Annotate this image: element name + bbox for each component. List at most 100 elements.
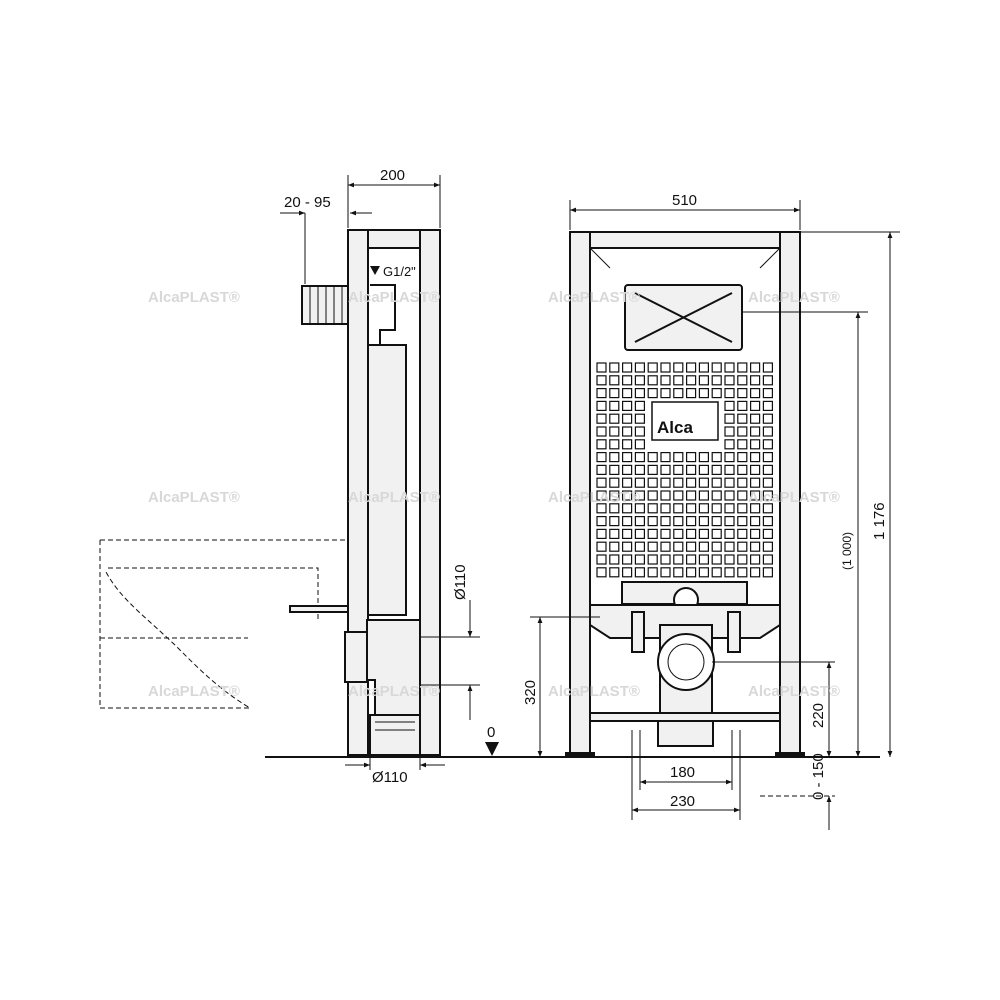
grid-square xyxy=(749,464,761,475)
grid-square xyxy=(737,503,748,514)
grid-square xyxy=(647,464,658,475)
cistern-tank xyxy=(367,344,407,616)
grid-square xyxy=(749,426,761,437)
grid-square xyxy=(762,413,774,424)
grid-square xyxy=(609,528,620,540)
grid-square xyxy=(724,452,735,463)
grid-square xyxy=(634,515,646,527)
grid-square xyxy=(673,515,684,527)
grid-square xyxy=(737,400,748,411)
grid-square xyxy=(711,477,722,488)
grid-square xyxy=(660,554,671,565)
grid-square xyxy=(724,515,735,527)
grid-square xyxy=(698,477,710,488)
dimension-drain-height: 320 xyxy=(522,680,539,705)
grid-square xyxy=(609,426,620,437)
grid-square xyxy=(711,452,722,463)
grid-square xyxy=(673,490,684,501)
drain-outlet xyxy=(657,720,714,747)
grid-square xyxy=(711,362,722,373)
grid-square xyxy=(634,452,646,463)
cistern-grid xyxy=(596,362,774,578)
grid-square xyxy=(711,490,722,501)
dimension-leg-adjust: 0 - 150 xyxy=(810,753,827,800)
grid-square xyxy=(698,362,710,373)
grid-square xyxy=(749,400,761,411)
grid-square xyxy=(698,528,710,540)
grid-square xyxy=(737,452,748,463)
left-bolt xyxy=(631,611,645,653)
grid-square xyxy=(634,413,646,424)
grid-square xyxy=(737,515,748,527)
grid-square xyxy=(634,362,646,373)
grid-square xyxy=(660,515,671,527)
grid-square xyxy=(634,464,646,475)
grid-square xyxy=(749,541,761,552)
grid-square xyxy=(673,362,684,373)
grid-square xyxy=(596,528,607,540)
grid-square xyxy=(711,541,722,552)
grid-square xyxy=(621,554,633,565)
grid-square xyxy=(621,388,633,399)
grid-square xyxy=(596,426,607,437)
grid-square xyxy=(634,388,646,399)
grid-square xyxy=(634,400,646,411)
grid-square xyxy=(621,375,633,386)
grid-square xyxy=(762,375,774,386)
grid-square xyxy=(660,477,671,488)
grid-square xyxy=(724,477,735,488)
grid-square xyxy=(749,528,761,540)
grid-square xyxy=(724,490,735,501)
dimension-inner-spacing: 180 xyxy=(670,764,695,781)
grid-square xyxy=(724,388,735,399)
grid-square xyxy=(621,515,633,527)
grid-square xyxy=(634,503,646,514)
grid-square xyxy=(634,567,646,578)
grid-square xyxy=(762,490,774,501)
grid-square xyxy=(724,464,735,475)
grid-square xyxy=(596,503,607,514)
watermark: AlcaPLAST® xyxy=(148,489,240,506)
toilet-bowl-outline xyxy=(99,539,345,709)
grid-square xyxy=(660,375,671,386)
grid-square xyxy=(647,375,658,386)
flush-connector xyxy=(301,285,349,325)
grid-square xyxy=(685,554,697,565)
outlet-pipe xyxy=(369,714,421,756)
grid-square xyxy=(749,477,761,488)
side-view: 200 20 - 95 G1/2" Ø110 Ø110 0 xyxy=(99,167,499,786)
dimension-total-height: 1 176 xyxy=(871,502,888,540)
grid-square xyxy=(737,477,748,488)
grid-square xyxy=(673,464,684,475)
grid-square xyxy=(621,464,633,475)
grid-square xyxy=(596,400,607,411)
grid-square xyxy=(685,567,697,578)
bolt-rod xyxy=(289,605,349,613)
grid-square xyxy=(609,452,620,463)
grid-square xyxy=(660,464,671,475)
grid-square xyxy=(685,490,697,501)
grid-square xyxy=(634,439,646,450)
grid-square xyxy=(737,528,748,540)
grid-square xyxy=(762,541,774,552)
grid-square xyxy=(685,388,697,399)
grid-square xyxy=(647,554,658,565)
grid-square xyxy=(647,515,658,527)
grid-square xyxy=(762,400,774,411)
grid-square xyxy=(711,515,722,527)
grid-square xyxy=(596,375,607,386)
grid-square xyxy=(596,567,607,578)
grid-square xyxy=(737,567,748,578)
grid-square xyxy=(737,541,748,552)
grid-square xyxy=(634,490,646,501)
grid-square xyxy=(609,503,620,514)
grid-square xyxy=(698,388,710,399)
grid-square xyxy=(737,426,748,437)
grid-square xyxy=(749,503,761,514)
grid-square xyxy=(698,452,710,463)
grid-square xyxy=(647,490,658,501)
grid-square xyxy=(621,439,633,450)
grid-square xyxy=(724,567,735,578)
